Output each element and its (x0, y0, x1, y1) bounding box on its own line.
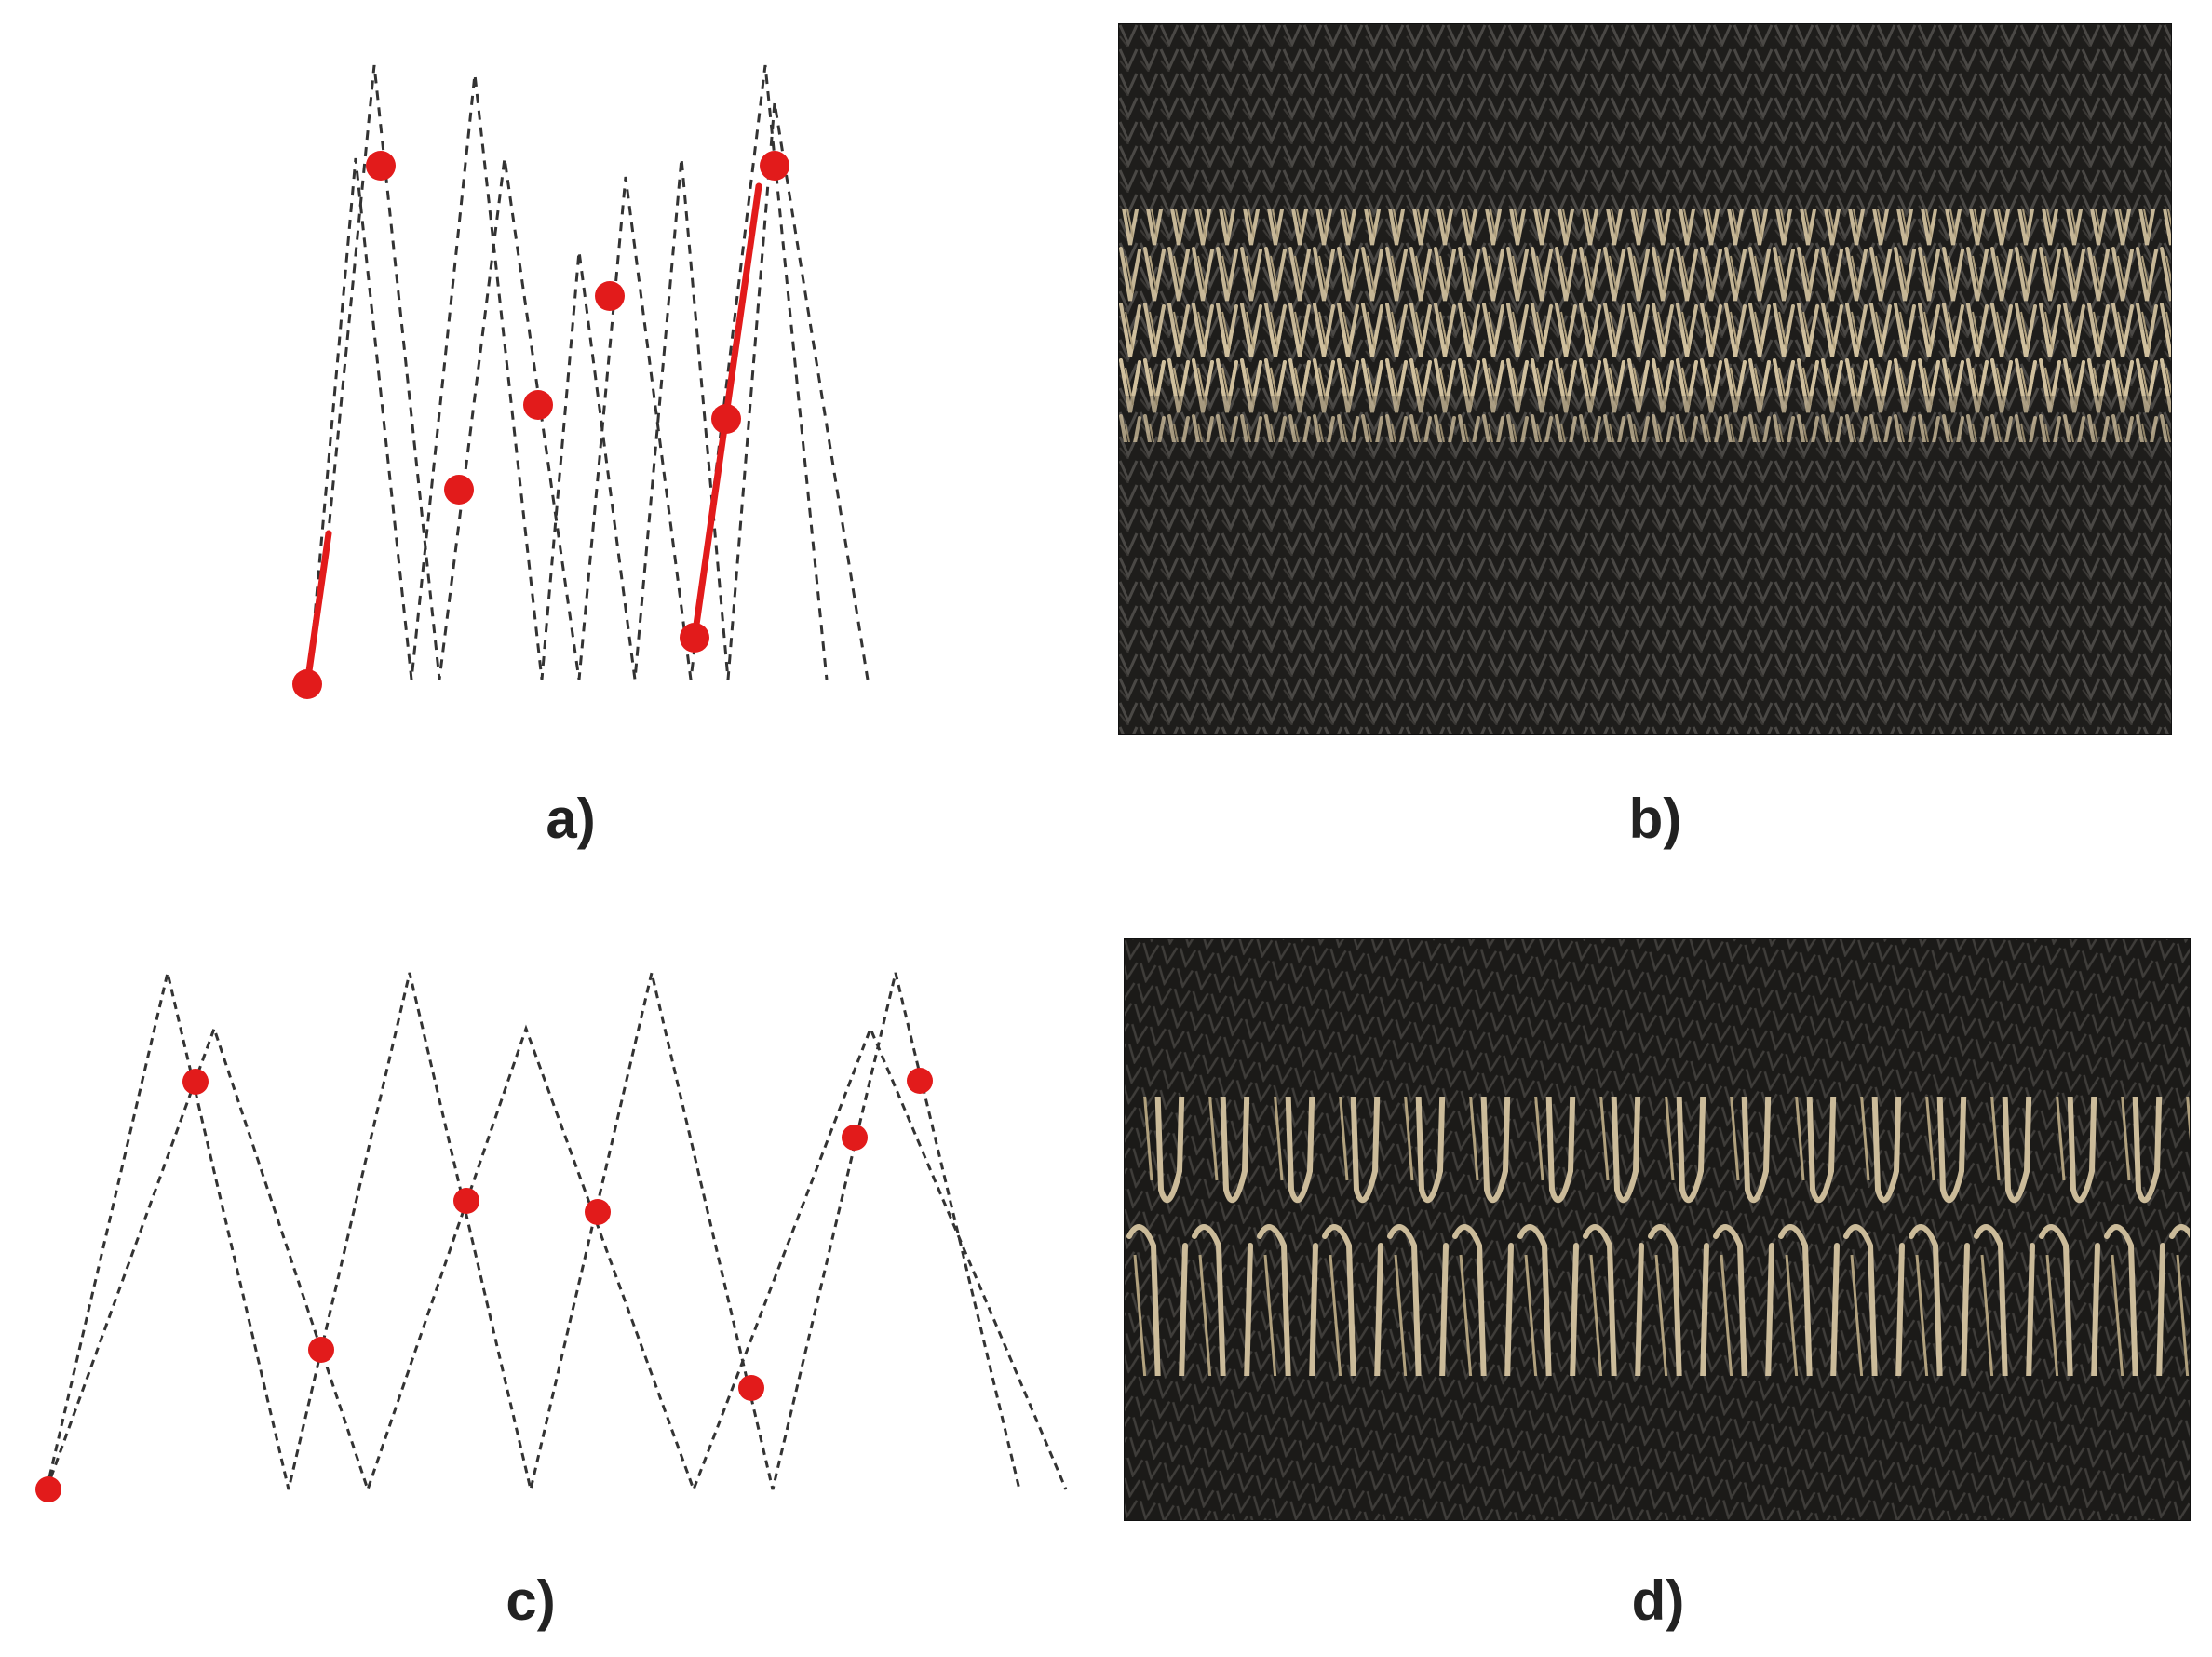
marker-point (680, 623, 709, 653)
stitch-diagram-c-svg (35, 972, 1068, 1502)
fabric-photo-d (1124, 938, 2191, 1521)
stitch-path-2 (307, 74, 870, 680)
stitch-diagram-c (19, 950, 1089, 1527)
caption-c: c) (506, 1569, 556, 1632)
fabric-photo-d-svg (1124, 938, 2191, 1521)
fabric-photo-b-svg (1118, 23, 2172, 735)
marker-point (907, 1068, 933, 1094)
stitch-diagram-a (261, 47, 912, 717)
marker-point (842, 1125, 868, 1151)
marker-point (366, 151, 396, 181)
marker-point (35, 1476, 61, 1502)
marker-point (444, 475, 474, 505)
marker-point (760, 151, 789, 181)
caption-d: d) (1631, 1569, 1685, 1632)
marker-point (711, 404, 741, 434)
marker-point (182, 1069, 209, 1095)
caption-b: b) (1628, 788, 1682, 850)
marker-point (523, 390, 553, 420)
caption-a: a) (546, 788, 596, 850)
highlight-segment-1 (303, 530, 332, 688)
stitch-diagram-a-svg (292, 64, 870, 699)
fabric-photo-b (1118, 23, 2172, 735)
stitch-path-1 (326, 64, 829, 680)
marker-point (595, 281, 625, 311)
marker-point (738, 1375, 764, 1401)
marker-point (453, 1188, 479, 1214)
stitch-path-2 (45, 1024, 1068, 1494)
marker-point (308, 1337, 334, 1363)
marker-point (585, 1199, 611, 1225)
marker-point (292, 669, 322, 699)
